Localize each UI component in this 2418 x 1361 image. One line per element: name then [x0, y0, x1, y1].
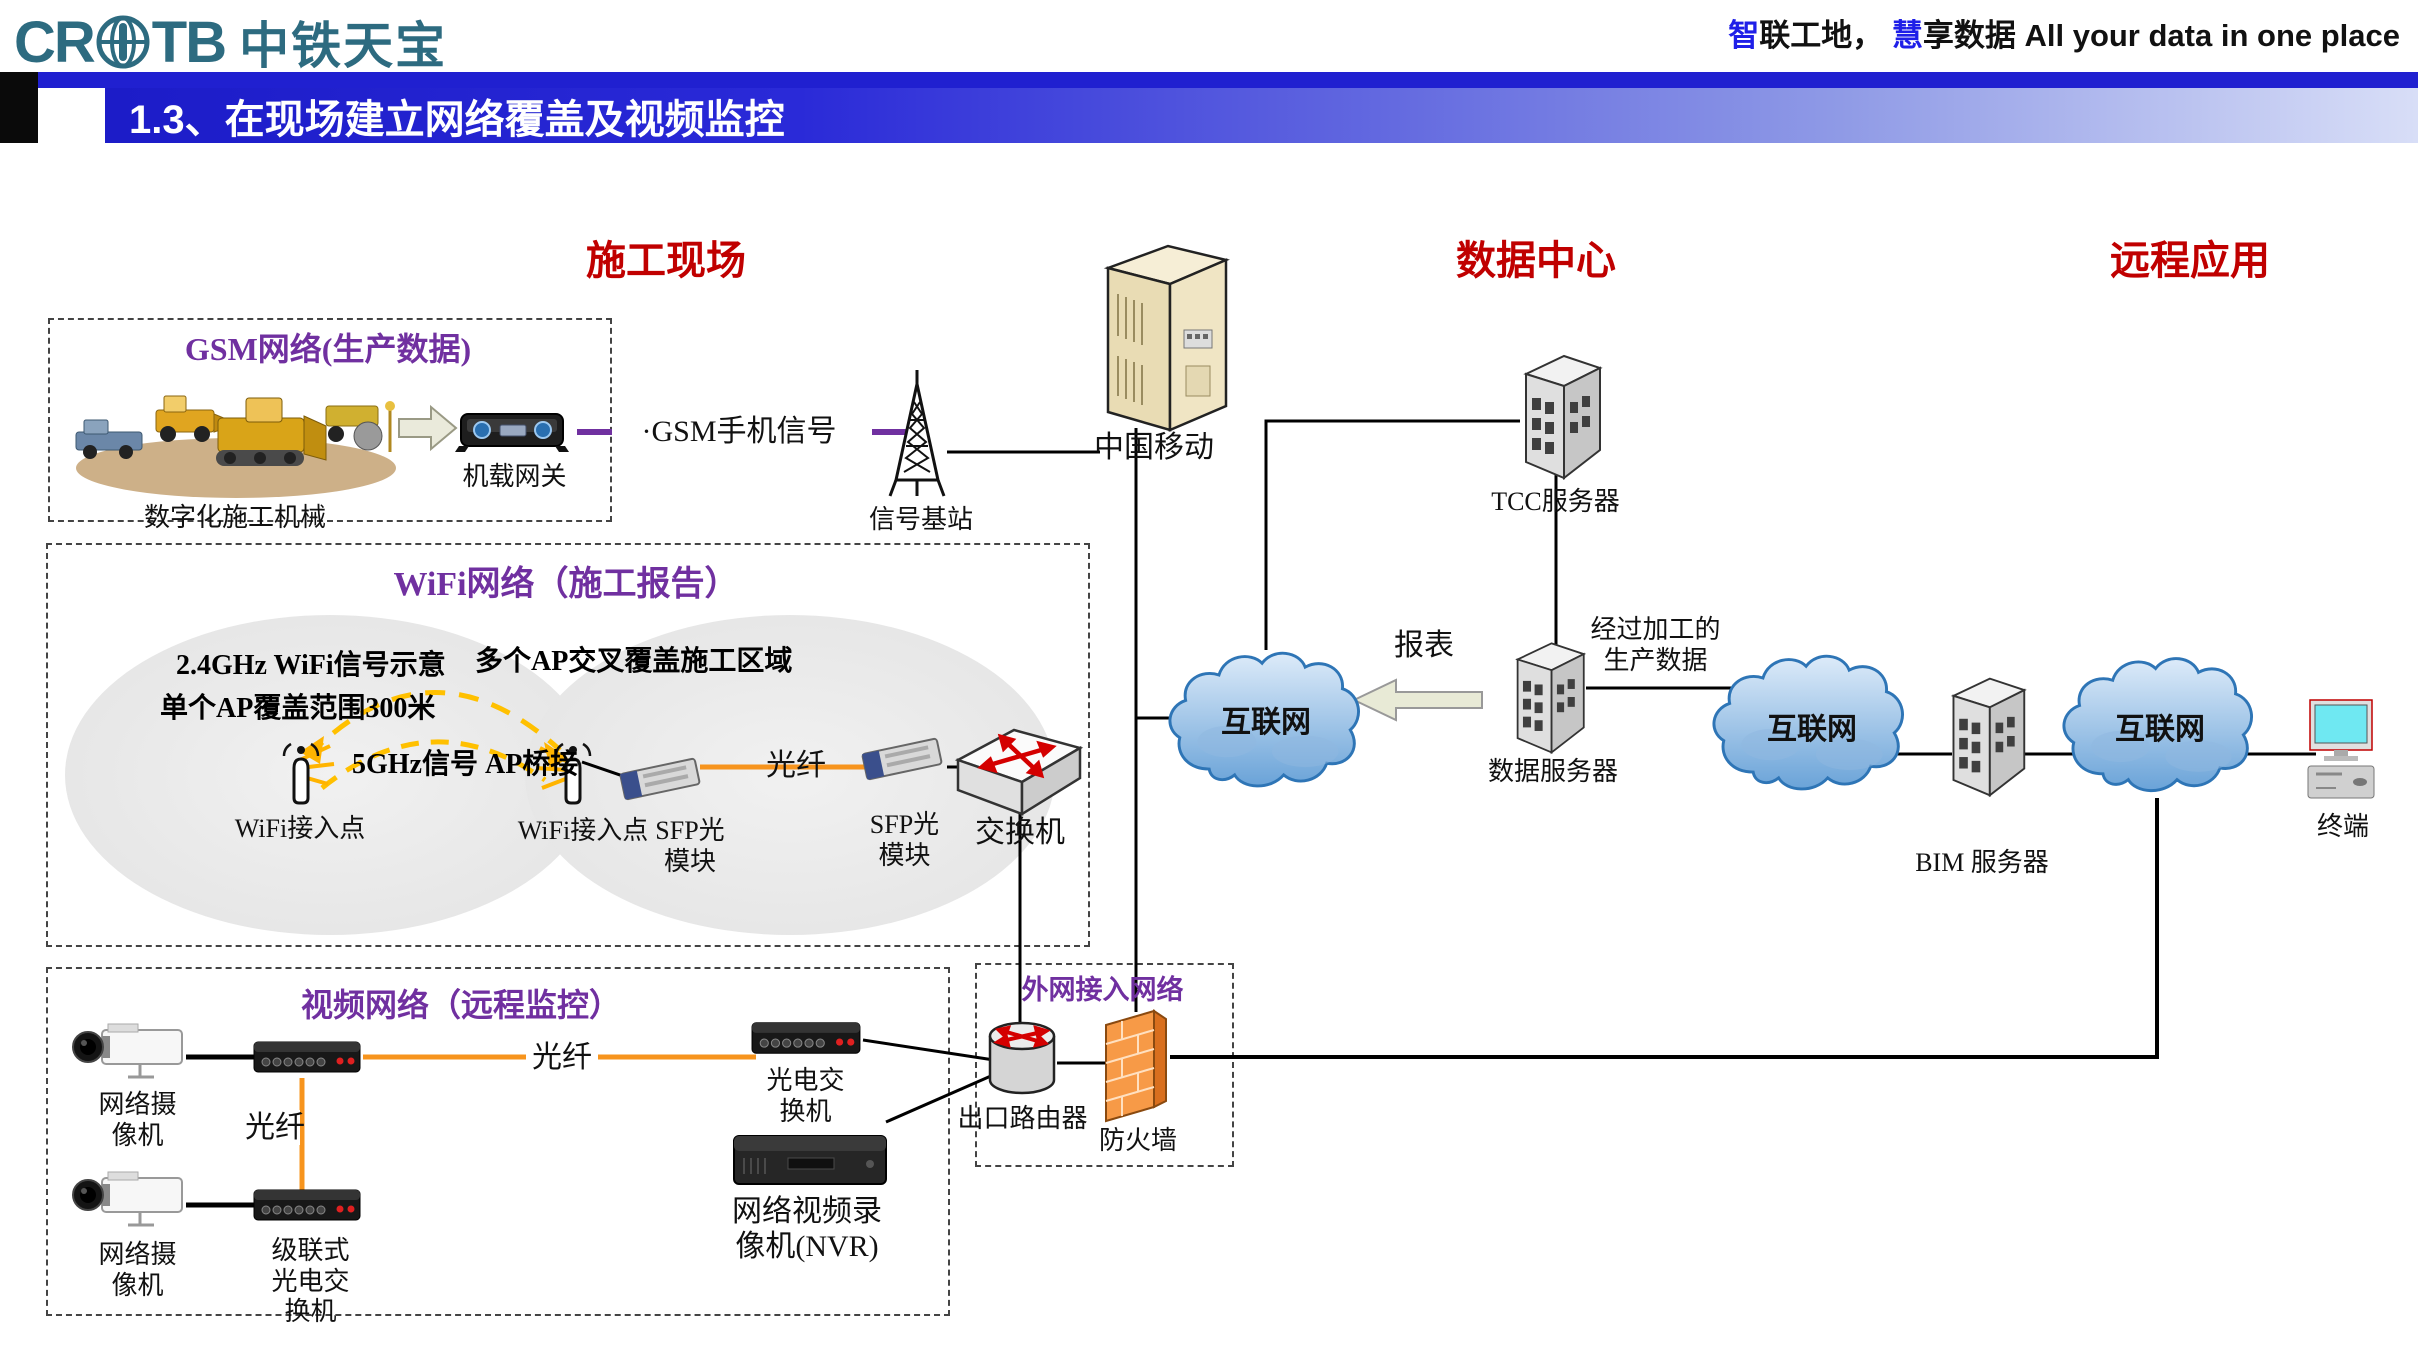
external-network-box [975, 963, 1234, 1167]
wifi-note-24ghz-line2: 单个AP覆盖范围300米 [160, 693, 436, 724]
slogan-hui: 慧 [1891, 18, 1923, 53]
nvr-label: 网络视频录 像机(NVR) [732, 1195, 882, 1264]
data-server-label: 数据服务器 [1487, 757, 1618, 786]
processed-data-label: 经过加工的 生产数据 [1590, 615, 1721, 675]
header-blue-strip [38, 72, 2418, 88]
gateway-label: 机载网关 [462, 462, 567, 491]
slide-title-text: 、在现场建立网络覆盖及视频监控 [184, 97, 785, 142]
gsm-box-title: GSM网络(生产数据) [184, 331, 472, 367]
video-fiber-horizontal-label: 光纤 [526, 1040, 598, 1076]
firewall-icon [1100, 1005, 1172, 1123]
crtb-logo: CR TB 中铁天宝 [14, 6, 447, 78]
wifi-coverage-ellipse-left [65, 615, 595, 935]
logo-company-name: 中铁天宝 [239, 18, 448, 74]
network-switch-icon [948, 720, 1088, 820]
switch-label: 交换机 [975, 816, 1065, 849]
media-converter-2-icon [750, 1014, 864, 1062]
data-server-icon [1502, 638, 1594, 756]
slide-title: 1.3、在现场建立网络覆盖及视频监控 [129, 87, 785, 145]
wifi-box-title: WiFi网络（施工报告） [393, 566, 739, 603]
ap-right-label: WiFi接入点 [517, 816, 649, 845]
media-converter-1-icon [252, 1034, 364, 1080]
wifi-ap-left-icon [278, 736, 324, 812]
cascade-converter-icon [252, 1182, 364, 1228]
exit-router-icon [986, 1020, 1058, 1106]
internet-1-label: 互联网 [1221, 706, 1311, 739]
title-black-tab [0, 72, 38, 143]
internet-cloud-1 [1168, 640, 1364, 804]
wifi-note-multi-ap: 多个AP交叉覆盖施工区域 [475, 646, 793, 677]
nvr-icon [730, 1122, 890, 1194]
gsm-signal-label: ·GSM手机信号 [641, 415, 837, 448]
ap-left-label: WiFi接入点 [234, 814, 366, 843]
video-box-title: 视频网络（远程监控） [300, 987, 621, 1023]
terminal-icon [2302, 698, 2380, 816]
bim-server-icon [1942, 672, 2030, 800]
video-fiber-vertical-label: 光纤 [245, 1110, 305, 1146]
bim-server-label: BIM 服务器 [1915, 848, 2049, 877]
wifi-fiber-label: 光纤 [766, 749, 826, 782]
slide-title-bar: 1.3、在现场建立网络覆盖及视频监控 [105, 88, 2418, 143]
extnet-box-title: 外网接入网络 [1021, 975, 1184, 1005]
construction-machinery-image [68, 366, 403, 506]
slogan-part2: 享数据 All your data in one place [1922, 18, 2400, 53]
tcc-server-icon [1514, 350, 1606, 482]
sfp-module-far-icon [856, 728, 948, 790]
internet-cloud-3 [2062, 643, 2257, 811]
firewall-label: 防火墙 [1098, 1126, 1177, 1155]
ip-camera-1-icon [66, 1020, 190, 1084]
column-header-construction-site: 施工现场 [586, 239, 746, 283]
signal-tower-icon [886, 368, 948, 503]
internet-3-label: 互联网 [2115, 713, 2205, 746]
sfp-near-label: SFP光 模块 [655, 816, 725, 876]
camera-1-label: 网络摄 像机 [98, 1090, 177, 1150]
slogan-zhi: 智 [1728, 18, 1760, 53]
slide-title-number: 1.3 [129, 97, 185, 142]
internet-2-label: 互联网 [1767, 713, 1857, 746]
globe-icon [96, 15, 150, 69]
flow-arrow-right-icon [398, 404, 458, 452]
machinery-label: 数字化施工机械 [143, 503, 326, 532]
gsm-network-box [48, 318, 612, 522]
report-label: 报表 [1394, 629, 1454, 662]
onboard-gateway-icon [455, 398, 570, 458]
logo-tb-text: TB [151, 9, 227, 75]
cascade-converter-label: 级联式 光电交 换机 [271, 1236, 350, 1327]
column-header-remote-app: 远程应用 [2110, 239, 2270, 283]
report-arrow-left-icon [1352, 676, 1484, 724]
internet-cloud-2 [1712, 640, 1908, 810]
exit-router-label: 出口路由器 [957, 1104, 1088, 1133]
wifi-ap-right-icon [550, 736, 596, 812]
ip-camera-2-icon [66, 1168, 190, 1232]
converter-2-label: 光电交 换机 [766, 1066, 845, 1126]
terminal-label: 终端 [2316, 812, 2369, 841]
video-network-box [46, 967, 950, 1316]
wifi-network-box [46, 543, 1090, 947]
sfp-far-label: SFP光 模块 [869, 810, 940, 870]
wifi-note-5ghz: 5GHz信号 AP桥接 [352, 749, 579, 780]
slogan-part1: 联工地， [1759, 18, 1892, 53]
tower-label: 信号基站 [868, 505, 973, 534]
china-mobile-label: 中国移动 [1094, 431, 1214, 464]
slogan: 智联工地， 慧享数据 All your data in one place [1728, 10, 2400, 55]
tcc-server-label: TCC服务器 [1491, 487, 1620, 516]
logo-cr-text: CR [14, 9, 96, 75]
sfp-module-near-icon [614, 748, 706, 810]
camera-2-label: 网络摄 像机 [98, 1240, 177, 1300]
wifi-note-24ghz-line1: 2.4GHz WiFi信号示意 [176, 650, 446, 681]
china-mobile-server-icon [1094, 236, 1239, 436]
column-header-data-center: 数据中心 [1456, 239, 1616, 283]
